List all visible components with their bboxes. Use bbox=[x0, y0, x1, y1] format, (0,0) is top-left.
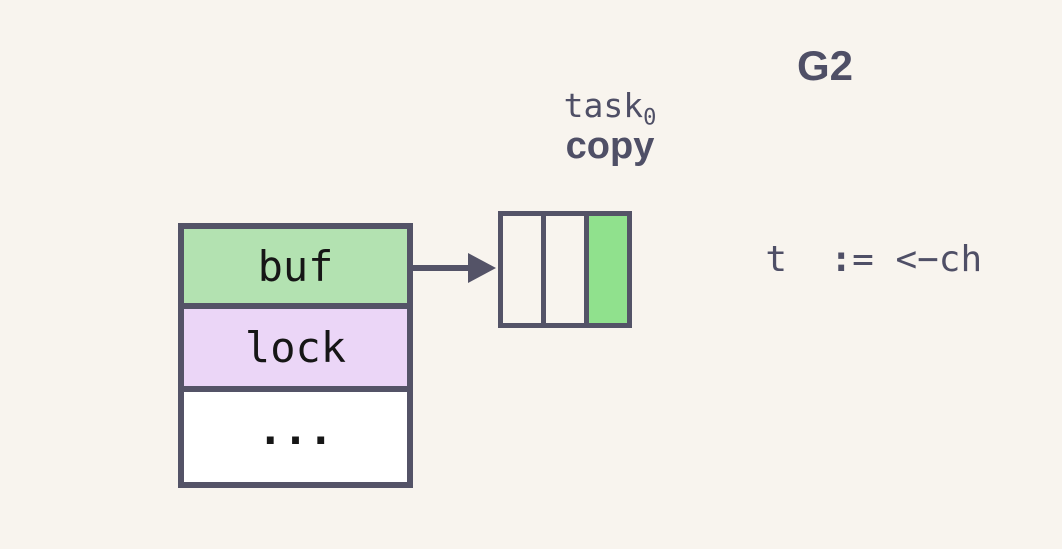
copy-label: copy bbox=[565, 125, 655, 167]
code-line: t := <−ch bbox=[722, 155, 982, 281]
code-segment: : bbox=[830, 239, 853, 280]
task-label-subscript: 0 bbox=[643, 105, 657, 131]
channel-slot-filled bbox=[584, 216, 627, 323]
struct-row-label: ... bbox=[257, 404, 334, 454]
task-label-base: task bbox=[563, 86, 644, 125]
channel-slot-empty bbox=[503, 216, 541, 323]
code-segment: <−ch bbox=[895, 239, 983, 280]
goroutine-label: G2 bbox=[796, 42, 854, 89]
struct-row-label: lock bbox=[244, 323, 347, 372]
channel-buffer bbox=[498, 211, 632, 328]
task-label: task0 bbox=[528, 86, 692, 130]
struct-row-label: buf bbox=[257, 241, 334, 291]
struct-row-lock: lock bbox=[184, 303, 407, 386]
task-operation-label: task0 copy bbox=[528, 86, 692, 168]
buf-pointer-arrow-line bbox=[410, 265, 470, 271]
struct-box: buf lock... bbox=[178, 223, 413, 488]
code-segment: t bbox=[765, 239, 831, 280]
code-segment: = bbox=[852, 239, 896, 280]
struct-row-buf: buf bbox=[184, 229, 407, 303]
channel-slot-empty bbox=[541, 216, 584, 323]
buf-pointer-arrow-head-icon bbox=[468, 253, 496, 283]
struct-row-dots: ... bbox=[184, 386, 407, 482]
